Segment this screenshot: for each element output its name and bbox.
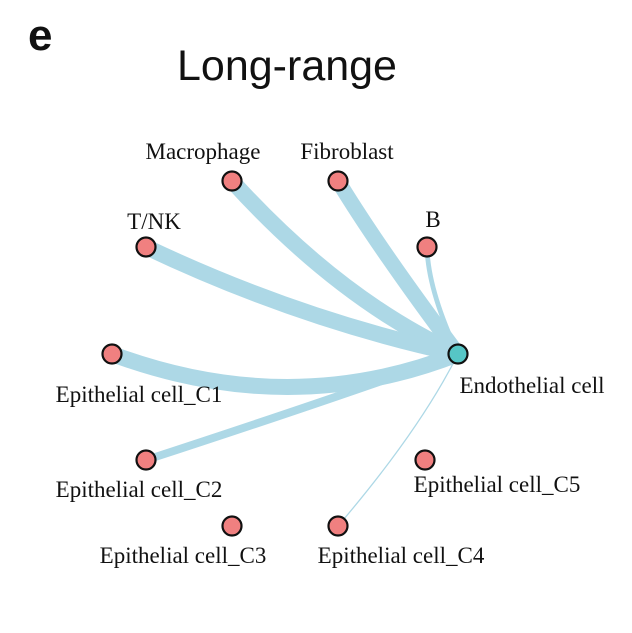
panel-letter: e — [28, 11, 52, 60]
node-macrophage — [221, 170, 243, 192]
node-label-c3: Epithelial cell_C3 — [100, 543, 267, 568]
node-label-c4: Epithelial cell_C4 — [318, 543, 485, 568]
figure-title: Long-range — [177, 42, 397, 90]
node-fibroblast — [327, 170, 349, 192]
edge-c2-to-endo — [144, 350, 460, 464]
node-c5 — [414, 449, 436, 471]
node-label-macrophage: Macrophage — [146, 139, 261, 164]
edge-fibroblast-to-endo — [331, 177, 465, 359]
node-c4 — [327, 515, 349, 537]
node-c3 — [221, 515, 243, 537]
node-tnk — [135, 236, 157, 258]
node-label-c1: Epithelial cell_C1 — [56, 382, 223, 407]
node-c1 — [101, 343, 123, 365]
edge-tnk-to-endo — [142, 239, 460, 362]
edge-c4-to-endo — [337, 353, 459, 527]
node-label-endothelial: Endothelial cell — [460, 373, 605, 398]
node-label-fibroblast: Fibroblast — [300, 139, 394, 164]
node-b — [416, 236, 438, 258]
node-label-b: B — [425, 207, 440, 232]
node-label-c5: Epithelial cell_C5 — [414, 472, 581, 497]
node-label-c2: Epithelial cell_C2 — [56, 477, 223, 502]
node-label-tnk: T/NK — [127, 209, 181, 234]
node-c2 — [135, 449, 157, 471]
node-endo — [447, 343, 469, 365]
node-layer — [101, 170, 469, 537]
